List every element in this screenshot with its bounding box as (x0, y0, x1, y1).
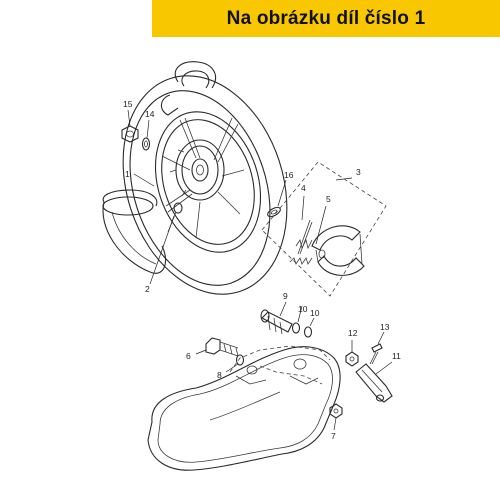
callout-12: 12 (348, 328, 358, 338)
callout-6: 6 (186, 351, 191, 361)
callout-7: 7 (331, 431, 336, 441)
axle-nut (121, 109, 139, 143)
callout-2: 2 (145, 284, 150, 294)
leader-line (133, 173, 155, 187)
brake-camshaft (260, 301, 293, 335)
o-ring (291, 305, 303, 334)
banner-title: Na obrázku díl číslo 1 (226, 7, 426, 29)
callout-15: 15 (123, 99, 133, 109)
callout-3: 3 (356, 167, 361, 177)
crankcase-cover (147, 345, 341, 471)
callout-16: 16 (284, 170, 294, 180)
o-ring (303, 317, 315, 338)
wheel-hub (169, 139, 225, 201)
shim-washer (267, 179, 287, 218)
callout-10: 10 (310, 308, 320, 318)
lever-bolt (369, 331, 385, 365)
callout-10: 10 (298, 304, 308, 314)
washer (225, 354, 245, 373)
leader-line (149, 215, 175, 285)
callout-1: 1 (125, 169, 130, 179)
brake-lever-arm (355, 361, 393, 403)
callout-9: 9 (283, 291, 288, 301)
drain-nut (329, 403, 343, 431)
brake-shoe (311, 205, 365, 276)
callout-13: 13 (380, 322, 390, 332)
rear-wheel-assembly (102, 61, 288, 295)
bolt (195, 337, 239, 357)
part-number-banner: Na obrázku díl číslo 1 (152, 0, 500, 37)
callout-4: 4 (301, 183, 306, 193)
tire (102, 61, 288, 295)
callout-5: 5 (326, 194, 331, 204)
washer (141, 119, 151, 151)
brake-spring (289, 195, 313, 265)
wheel-rim (154, 111, 262, 253)
callout-14: 14 (145, 109, 155, 119)
callout-8: 8 (217, 370, 222, 380)
callout-11: 11 (392, 351, 401, 361)
brake-shoe-kit-box (261, 161, 387, 297)
lever-nut (345, 340, 359, 367)
